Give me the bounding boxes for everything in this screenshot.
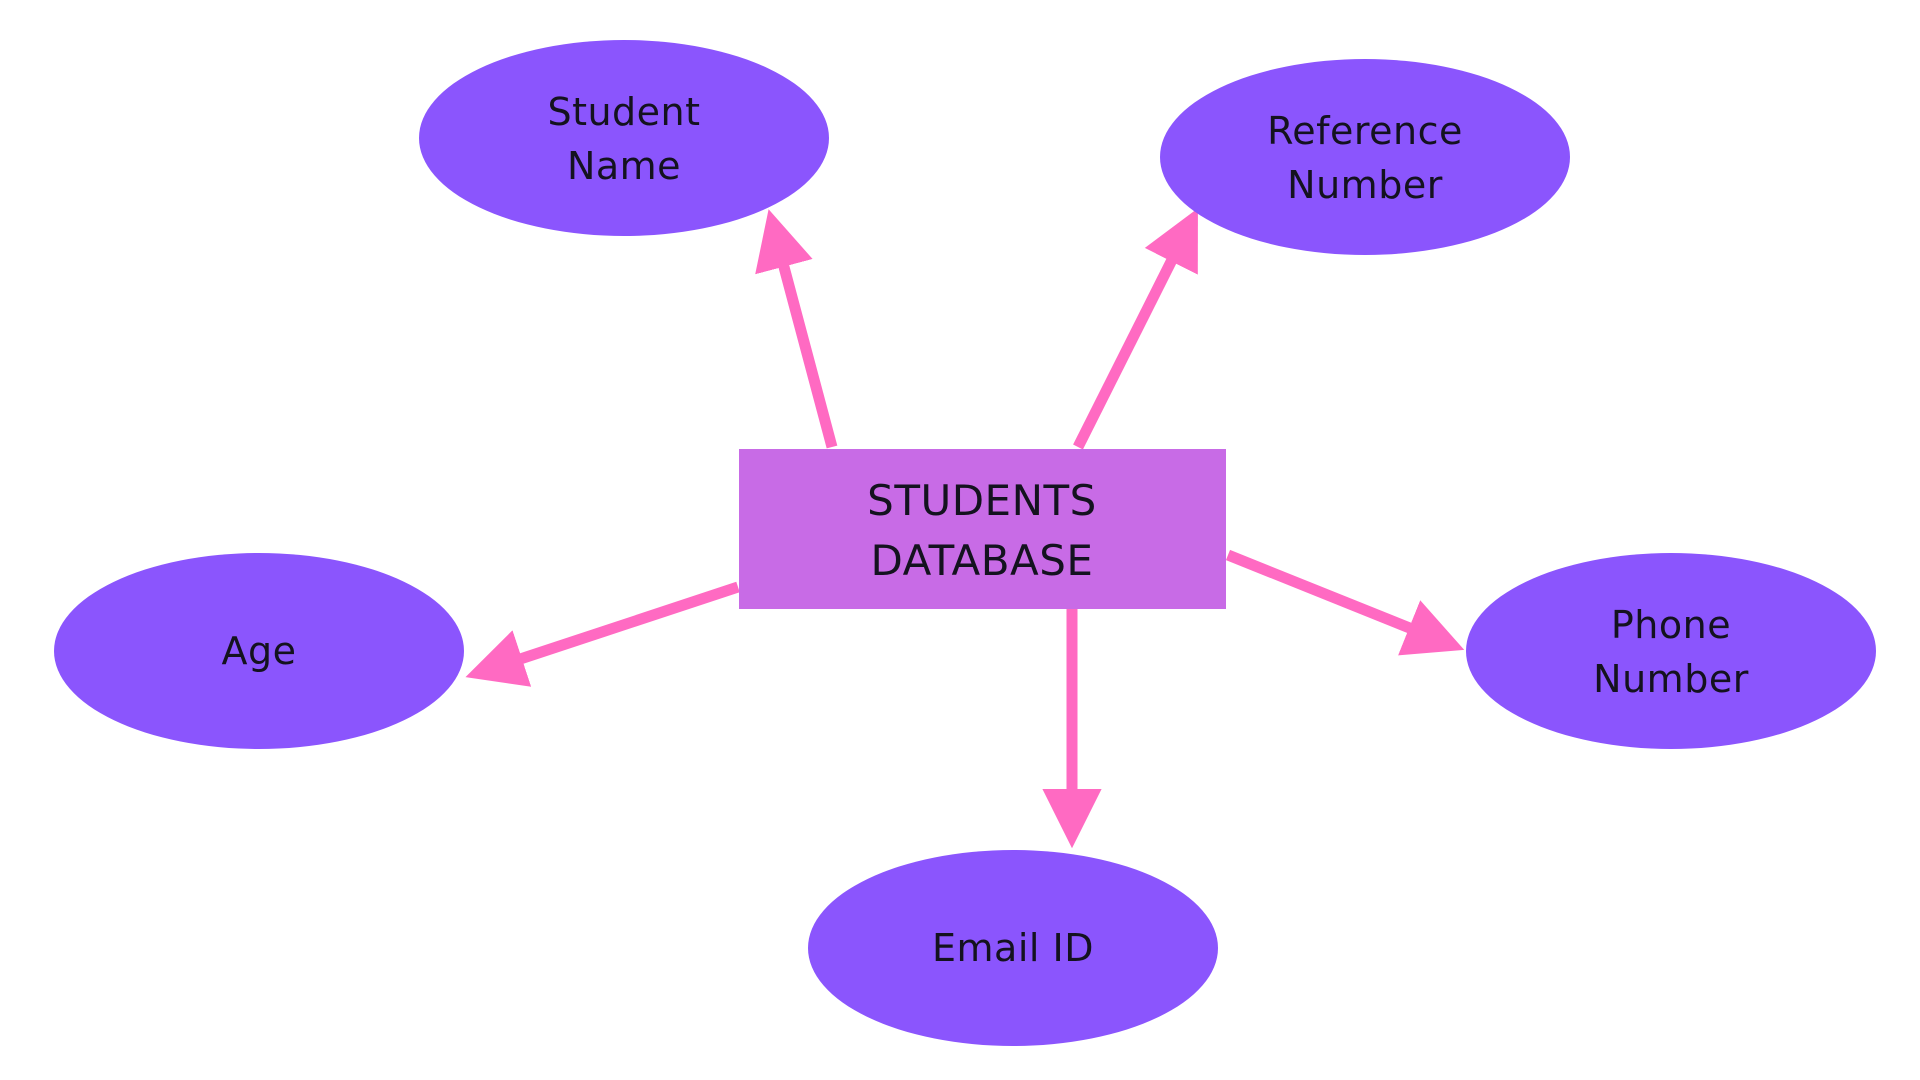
attribute-email-id[interactable]: Email ID (808, 850, 1218, 1046)
attribute-age[interactable]: Age (54, 553, 464, 749)
attribute-label-line-2: Number (1287, 163, 1443, 207)
attribute-reference-number[interactable]: Reference Number (1160, 59, 1570, 255)
arrow-to-student-name (755, 209, 838, 449)
attribute-label-line-1: Reference (1267, 109, 1463, 153)
students-database-entity[interactable]: STUDENTS DATABASE (739, 449, 1226, 609)
attribute-ellipse (1160, 59, 1570, 255)
attribute-ellipse (419, 40, 829, 236)
entity-box (739, 449, 1226, 609)
attribute-label-line-1: Age (222, 629, 297, 673)
arrow-to-age (465, 581, 740, 687)
attribute-ellipse (1466, 553, 1876, 749)
attribute-label-line-2: Number (1593, 657, 1749, 701)
attribute-ellipse (808, 850, 1218, 1046)
attribute-ellipse (54, 553, 464, 749)
arrow-to-reference-number (1073, 208, 1198, 450)
attribute-label-line-1: Student (547, 90, 700, 134)
attribute-label-line-1: Phone (1611, 603, 1731, 647)
entity-label-line-1: STUDENTS (867, 476, 1097, 525)
entity-label-line-2: DATABASE (871, 536, 1094, 585)
attribute-label-line-2: Name (567, 144, 681, 188)
arrow-to-phone-number (1225, 549, 1465, 656)
arrows-layer (465, 208, 1465, 849)
attribute-student-name[interactable]: Student Name (419, 40, 829, 236)
attribute-phone-number[interactable]: Phone Number (1466, 553, 1876, 749)
attribute-label-line-1: Email ID (932, 926, 1094, 970)
